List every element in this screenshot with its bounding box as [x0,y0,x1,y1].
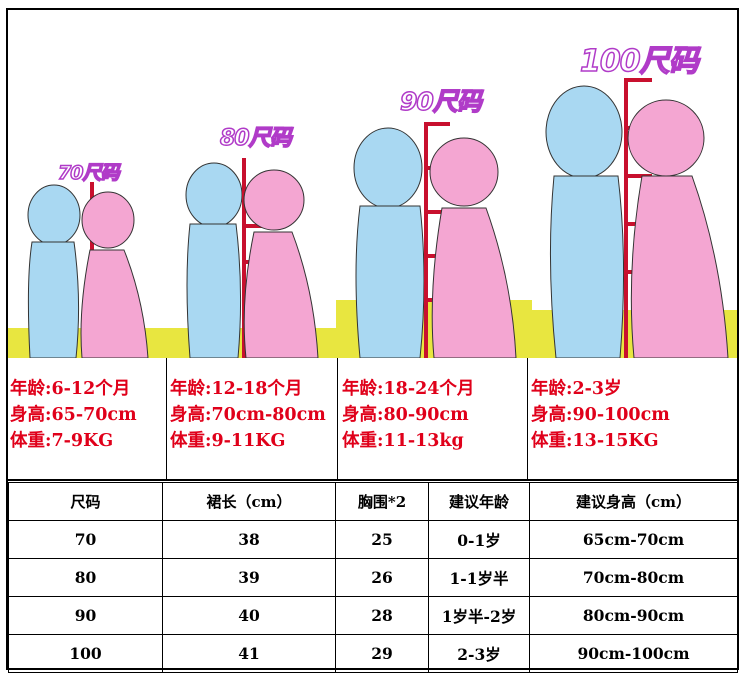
cell-height: 80cm-90cm [529,596,738,635]
cell-skirt-length: 40 [162,596,336,635]
cell-size: 90 [8,596,163,635]
cell-chest: 26 [335,558,429,597]
weight-text: 体重:11-13kg [342,431,464,451]
kids-height-illustration [168,158,336,358]
height-text: 身高:65-70cm [10,405,137,425]
size-label-100: 100尺码 [579,43,699,80]
illustration-panel-80: 80尺码 [168,10,336,358]
table-header-row: 尺码 裙长（cm） 胸围*2 建议年龄 建议身高（cm） [8,482,738,521]
cell-skirt-length: 38 [162,520,336,559]
kids-height-illustration [8,182,168,358]
kids-height-illustration [532,78,737,358]
cell-chest: 25 [335,520,429,559]
info-column-80: 年龄:12-18个月 身高:70cm-80cm 体重:9-11KG [170,376,326,454]
cell-age: 1岁半-2岁 [428,596,530,635]
height-text: 身高:80-90cm [342,405,469,425]
age-text: 年龄:12-18个月 [170,379,303,399]
table-row: 90 40 28 1岁半-2岁 80cm-90cm [8,596,738,635]
header-suggested-height: 建议身高（cm） [529,482,738,521]
size-label-80: 80尺码 [219,125,292,152]
cell-skirt-length: 41 [162,634,336,673]
cell-skirt-length: 39 [162,558,336,597]
header-suggested-age: 建议年龄 [428,482,530,521]
cell-age: 1-1岁半 [428,558,530,597]
cell-chest: 28 [335,596,429,635]
size-label-70: 70尺码 [57,161,120,185]
age-text: 年龄:6-12个月 [10,379,131,399]
cell-height: 90cm-100cm [529,634,738,673]
column-divider [337,358,338,480]
cell-age: 0-1岁 [428,520,530,559]
age-text: 年龄:18-24个月 [342,379,475,399]
cell-chest: 29 [335,634,429,673]
kids-height-illustration [336,122,532,358]
illustration-panel-90: 90尺码 [336,10,532,358]
table-row: 70 38 25 0-1岁 65cm-70cm [8,520,738,559]
info-column-90: 年龄:18-24个月 身高:80-90cm 体重:11-13kg [342,376,474,454]
illustration-panel-70: 70尺码 [8,10,168,358]
info-column-100: 年龄:2-3岁 身高:90-100cm 体重:13-15KG [531,376,670,454]
header-skirt-length: 裙长（cm） [162,482,336,521]
table-top-rule [8,479,737,481]
column-divider [166,358,167,480]
cell-height: 65cm-70cm [529,520,738,559]
weight-text: 体重:13-15KG [531,431,659,451]
age-text: 年龄:2-3岁 [531,379,622,399]
height-text: 身高:70cm-80cm [170,405,326,425]
size-table: 尺码 裙长（cm） 胸围*2 建议年龄 建议身高（cm） 70 38 25 0-… [8,482,738,673]
column-divider [527,358,528,480]
height-text: 身高:90-100cm [531,405,670,425]
table-row: 80 39 26 1-1岁半 70cm-80cm [8,558,738,597]
cell-size: 70 [8,520,163,559]
cell-height: 70cm-80cm [529,558,738,597]
weight-text: 体重:7-9KG [10,431,114,451]
illustration-panel-100: 100尺码 [532,10,737,358]
header-size: 尺码 [8,482,163,521]
weight-text: 体重:9-11KG [170,431,286,451]
size-label-90: 90尺码 [399,86,482,117]
table-row: 100 41 29 2-3岁 90cm-100cm [8,634,738,673]
header-chest: 胸围*2 [335,482,429,521]
size-chart: 70尺码 80尺码 [6,8,739,673]
cell-size: 100 [8,634,163,673]
cell-size: 80 [8,558,163,597]
cell-age: 2-3岁 [428,634,530,673]
info-column-70: 年龄:6-12个月 身高:65-70cm 体重:7-9KG [10,376,137,454]
